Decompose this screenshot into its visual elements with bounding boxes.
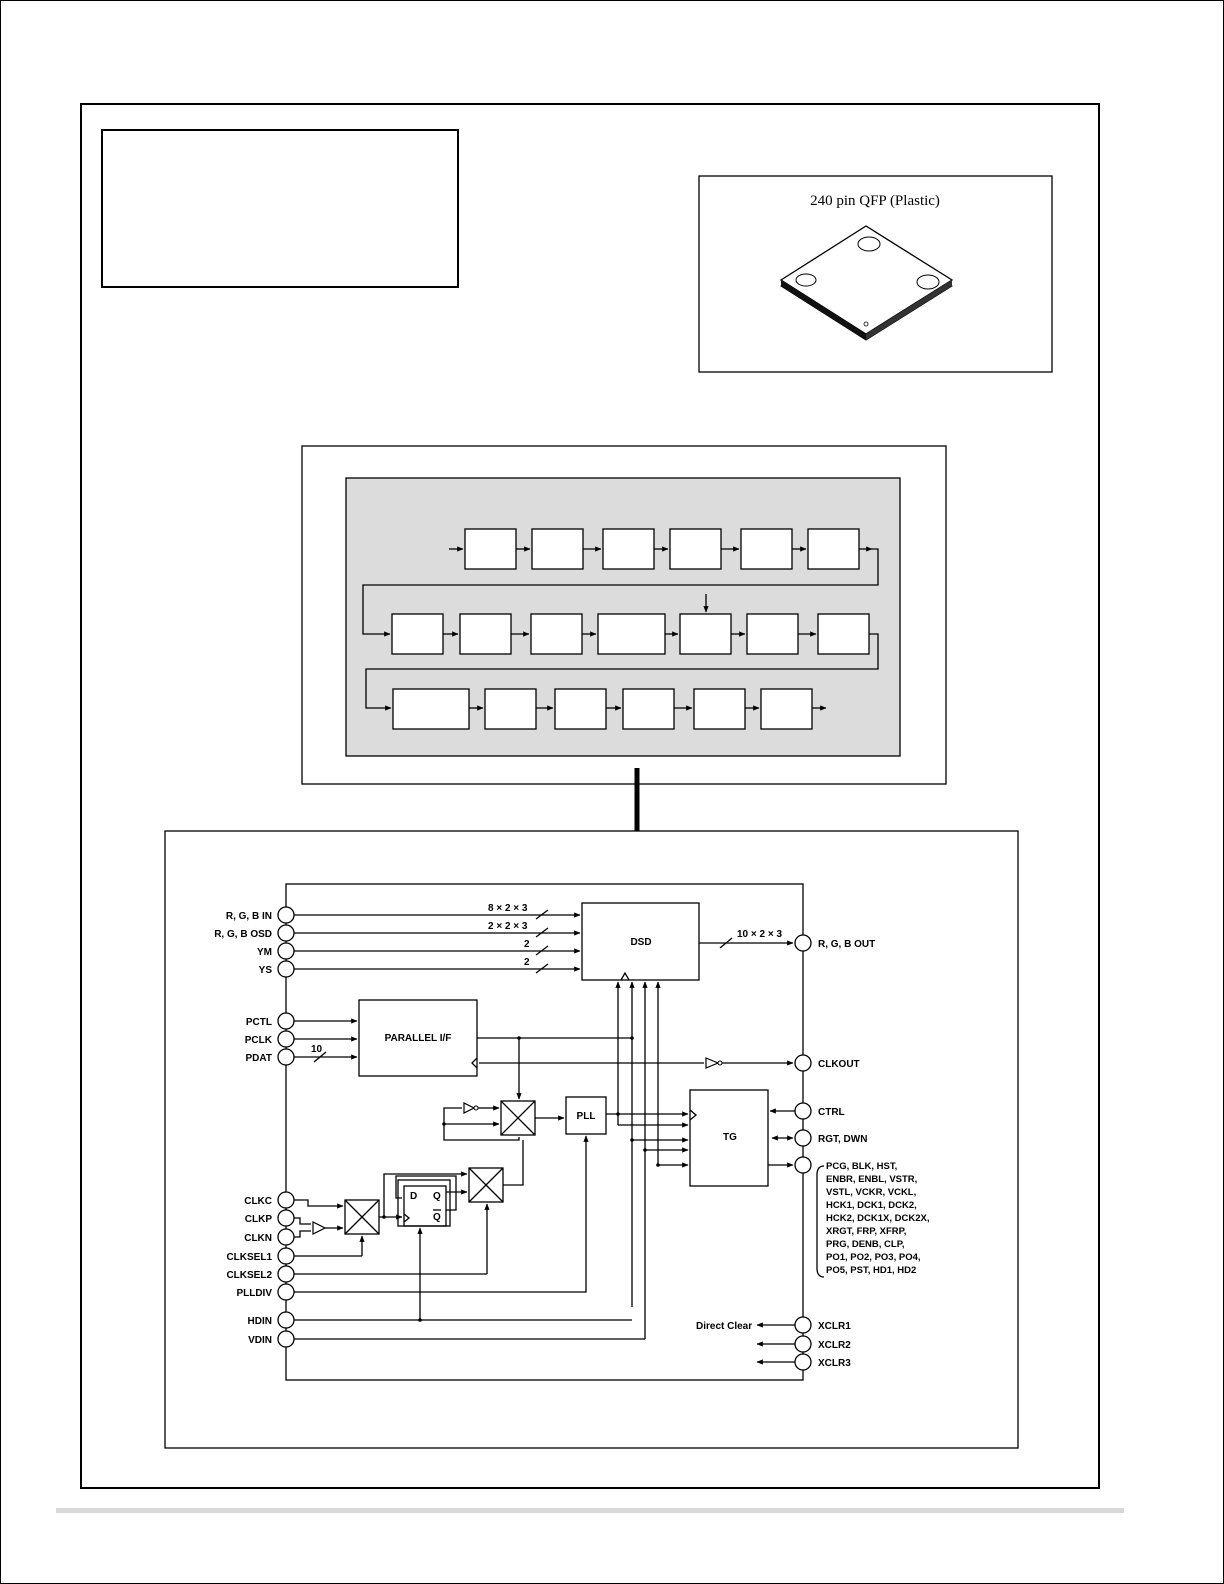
title-box (101, 129, 459, 288)
qfp-chip-image (779, 225, 954, 341)
svg-text:HCK2, DCK1X, DCK2X,: HCK2, DCK1X, DCK2X, (826, 1213, 929, 1224)
tg-label: TG (723, 1132, 737, 1143)
svg-text:RGT, DWN: RGT, DWN (818, 1134, 867, 1145)
svg-text:HDIN: HDIN (248, 1316, 272, 1327)
flow-step (817, 613, 870, 655)
flow-step (679, 613, 732, 655)
block-diagram-panel: DSD PARALLEL I/F PLL TG D Q Q (164, 830, 1019, 1449)
svg-text:CLKSEL1: CLKSEL1 (226, 1252, 272, 1263)
bus-width-rgb-in: 8 × 2 × 3 (488, 903, 528, 914)
parallel-if-block (358, 999, 478, 1077)
flow-step (597, 613, 666, 655)
pin-xclr1: XCLR1 (794, 1316, 851, 1334)
flow-step (740, 528, 793, 570)
bus-width-ys: 2 (524, 957, 530, 968)
tg-output-list: PCG, BLK, HST, ENBR, ENBL, VSTR, VSTL, V… (826, 1161, 929, 1276)
svg-text:PRG, DENB, CLP,: PRG, DENB, CLP, (826, 1239, 904, 1250)
svg-text:CLKC: CLKC (244, 1196, 272, 1207)
parallel-if-label: PARALLEL I/F (385, 1033, 452, 1044)
svg-text:CTRL: CTRL (818, 1107, 845, 1118)
mux-clk-select (344, 1199, 380, 1235)
pll-block (565, 1096, 607, 1135)
svg-text:PLLDIV: PLLDIV (236, 1288, 272, 1299)
flow-step (484, 688, 537, 730)
ff-qbar-label: Q (433, 1212, 441, 1223)
package-caption: 240 pin QFP (Plastic) (810, 193, 940, 209)
svg-text:PDAT: PDAT (246, 1053, 272, 1064)
svg-text:PO1, PO2, PO3, PO4,: PO1, PO2, PO3, PO4, (826, 1252, 921, 1263)
pin-ym: YM (257, 942, 295, 960)
d-flipflop: D Q Q (397, 1179, 451, 1227)
svg-text:XCLR1: XCLR1 (818, 1321, 851, 1332)
svg-text:XRGT, FRP, XFRP,: XRGT, FRP, XFRP, (826, 1226, 906, 1237)
flow-step (531, 528, 584, 570)
flow-step (746, 613, 799, 655)
svg-text:ENBR, ENBL, VSTR,: ENBR, ENBL, VSTR, (826, 1174, 917, 1185)
bus-width-rgb-out: 10 × 2 × 3 (737, 929, 782, 940)
pin-pclk: PCLK (245, 1030, 295, 1048)
svg-text:PCLK: PCLK (245, 1035, 273, 1046)
bus-width-pdat: 10 (311, 1044, 323, 1055)
pin-clkout: CLKOUT (794, 1054, 860, 1072)
svg-text:XCLR3: XCLR3 (818, 1358, 851, 1369)
clkpn-receiver (312, 1221, 327, 1235)
svg-text:VSTL, VCKR, VCKL,: VSTL, VCKR, VCKL, (826, 1187, 916, 1198)
mux-pll (500, 1100, 536, 1136)
direct-clear-label: Direct Clear (696, 1321, 752, 1332)
ff-q-label: Q (433, 1191, 441, 1202)
svg-text:XCLR2: XCLR2 (818, 1340, 851, 1351)
flow-step (392, 688, 470, 730)
svg-text:CLKOUT: CLKOUT (818, 1059, 860, 1070)
flow-step (530, 613, 583, 655)
svg-text:YM: YM (257, 947, 272, 958)
flow-step (693, 688, 746, 730)
svg-text:CLKN: CLKN (244, 1233, 272, 1244)
pll-label: PLL (577, 1111, 596, 1122)
flow-step (602, 528, 655, 570)
svg-text:PCTL: PCTL (246, 1017, 272, 1028)
dsd-block (581, 902, 700, 981)
svg-text:YS: YS (259, 965, 273, 976)
flow-step (554, 688, 607, 730)
flow-step (464, 528, 517, 570)
package-panel: 240 pin QFP (Plastic) (698, 175, 1053, 373)
svg-text:CLKP: CLKP (245, 1214, 273, 1225)
bus-width-ym: 2 (524, 939, 530, 950)
svg-text:R, G, B OUT: R, G, B OUT (818, 939, 875, 950)
mux-ff (468, 1167, 504, 1203)
pin-rgb-out: R, G, B OUT (794, 934, 875, 952)
flow-step (807, 528, 860, 570)
pin-ctrl: CTRL (794, 1102, 845, 1120)
pin-tg-outputs (794, 1156, 812, 1174)
pin-hdin: HDIN (248, 1311, 295, 1329)
ff-d-label: D (410, 1191, 417, 1202)
svg-text:PO5, PST, HD1, HD2: PO5, PST, HD1, HD2 (826, 1265, 916, 1276)
footer-rule (56, 1508, 1124, 1513)
svg-text:R, G, B IN: R, G, B IN (226, 911, 272, 922)
dsd-label: DSD (630, 937, 651, 948)
flow-step (459, 613, 512, 655)
svg-text:HCK1, DCK1, DCK2,: HCK1, DCK1, DCK2, (826, 1200, 917, 1211)
bus-width-rgb-osd: 2 × 2 × 3 (488, 921, 528, 932)
flow-step (622, 688, 675, 730)
svg-text:VDIN: VDIN (248, 1335, 272, 1346)
flow-step (669, 528, 722, 570)
tg-block (689, 1089, 769, 1187)
flow-step (760, 688, 813, 730)
pin-clksel1: CLKSEL1 (226, 1247, 295, 1265)
svg-text:CLKSEL2: CLKSEL2 (226, 1270, 272, 1281)
svg-text:PCG, BLK, HST,: PCG, BLK, HST, (826, 1161, 897, 1172)
flow-step (391, 613, 444, 655)
process-flow-panel (301, 445, 947, 785)
pin-rgt-dwn: RGT, DWN (794, 1129, 867, 1147)
main-frame (80, 103, 1100, 1489)
svg-text:R, G, B OSD: R, G, B OSD (214, 929, 272, 940)
